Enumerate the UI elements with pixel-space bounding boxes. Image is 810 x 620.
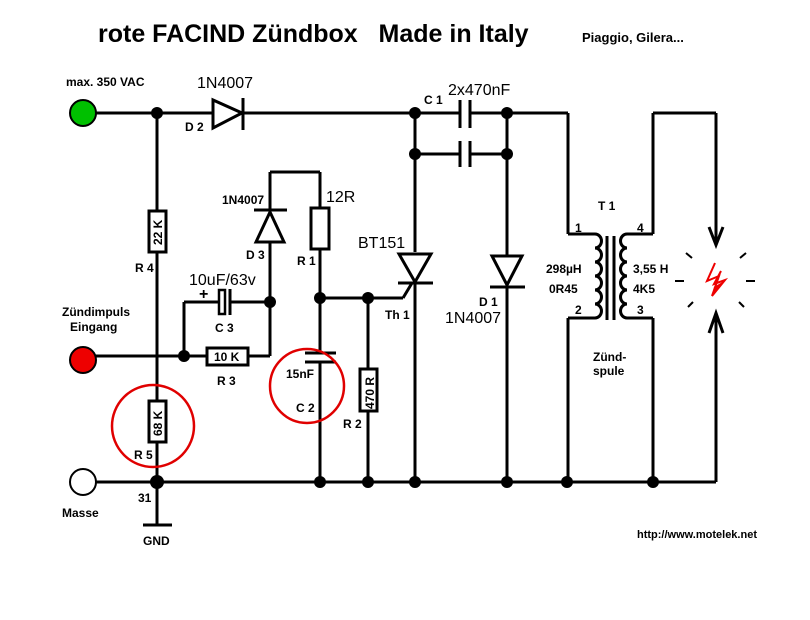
r1-ref: R 1	[297, 254, 316, 268]
arrow-up-icon	[707, 308, 725, 334]
node	[409, 148, 421, 160]
capacitor-c2: 15nF C 2	[268, 347, 346, 425]
r5-ref: R 5	[134, 448, 153, 462]
ground-label: Masse	[62, 506, 99, 520]
transformer-t1: T 1 1 2 4 3 298µH 0R45 3,55 H 4K5 Zünd- …	[546, 199, 668, 378]
resistor-r3: 10 K R 3	[205, 346, 250, 388]
t1-pin-4: 4	[637, 221, 644, 235]
c3-value: 10uF/63v	[189, 272, 256, 289]
footer-url[interactable]: http://www.motelek.net	[637, 529, 757, 541]
terminal-trigger[interactable]: Zündimpuls Eingang	[62, 305, 130, 374]
title-sub: Piaggio, Gilera...	[582, 30, 684, 45]
spark-rays-icon	[675, 252, 755, 308]
supply-label: max. 350 VAC	[66, 75, 145, 89]
t1-pin-2: 2	[575, 303, 582, 317]
gnd-label: GND	[143, 534, 170, 548]
trigger-label-1: Zündimpuls	[62, 305, 130, 319]
terminal-ground[interactable]: Masse 31 GND	[62, 468, 170, 548]
th1-value: BT151	[358, 235, 405, 252]
t1-secondary-resistance: 4K5	[633, 282, 655, 296]
t1-ref: T 1	[598, 199, 616, 213]
node	[561, 476, 573, 488]
terminal-supply[interactable]: max. 350 VAC	[66, 75, 145, 127]
d2-value: 1N4007	[197, 75, 253, 92]
t1-secondary-inductance: 3,55 H	[633, 262, 668, 276]
diode-d3: 1N4007 D 3	[222, 193, 287, 262]
spark-tip-icon	[712, 281, 724, 296]
node	[178, 350, 190, 362]
node	[150, 475, 164, 489]
r4-value: 22 K	[151, 219, 165, 245]
r3-ref: R 3	[217, 374, 236, 388]
resistor-r4: 22 K R 4	[135, 209, 168, 275]
r2-value: 470 R	[363, 377, 377, 409]
c2-highlight-circle	[268, 347, 346, 425]
t1-pin-3: 3	[637, 303, 644, 317]
node	[409, 476, 421, 488]
diode-icon	[253, 208, 287, 244]
c1-value: 2x470nF	[448, 82, 510, 99]
node	[409, 107, 421, 119]
ground-node-label: 31	[138, 491, 152, 505]
d2-ref: D 2	[185, 120, 204, 134]
c2-ref: C 2	[296, 401, 315, 415]
t1-pin-1: 1	[575, 221, 582, 235]
t1-name-2: spule	[593, 364, 625, 378]
trigger-terminal-icon[interactable]	[69, 346, 97, 374]
node	[501, 476, 513, 488]
node	[264, 296, 276, 308]
spark-gap	[675, 226, 755, 334]
c3-ref: C 3	[215, 321, 234, 335]
node	[501, 107, 513, 119]
supply-terminal-icon[interactable]	[69, 99, 97, 127]
th1-ref: Th 1	[385, 308, 410, 322]
r4-ref: R 4	[135, 261, 154, 275]
c1-ref: C 1	[424, 93, 443, 107]
node	[362, 476, 374, 488]
t1-primary-resistance: 0R45	[549, 282, 578, 296]
arrow-down-icon	[707, 226, 725, 250]
resistor-r5: 68 K R 5	[110, 383, 196, 469]
ground-terminal-icon[interactable]	[69, 468, 97, 496]
diode-d1: D 1 1N4007	[445, 254, 525, 327]
c2-value: 15nF	[286, 367, 314, 381]
d3-value: 1N4007	[222, 193, 264, 207]
secondary-coil-icon	[619, 232, 628, 320]
r1-value: 12R	[326, 189, 355, 206]
diode-icon	[211, 97, 246, 131]
node	[647, 476, 659, 488]
node	[314, 292, 326, 304]
r2-ref: R 2	[343, 417, 362, 431]
node	[362, 292, 374, 304]
junction-nodes	[150, 107, 659, 489]
c3-polarity: +	[199, 286, 208, 303]
r5-value: 68 K	[151, 410, 165, 436]
r3-value: 10 K	[214, 350, 240, 364]
resistor-r1: 12R R 1	[297, 189, 355, 268]
d1-value: 1N4007	[445, 310, 501, 327]
diode-d2: 1N4007 D 2	[185, 75, 253, 134]
capacitor-c1: C 1 2x470nF	[424, 82, 510, 167]
t1-primary-inductance: 298µH	[546, 262, 582, 276]
spark-bolt-icon	[705, 262, 729, 297]
node	[151, 107, 163, 119]
node	[501, 148, 513, 160]
node	[314, 476, 326, 488]
d1-ref: D 1	[479, 295, 498, 309]
thyristor-th1: BT151 Th 1	[358, 235, 434, 322]
primary-coil-icon	[594, 232, 603, 320]
t1-name-1: Zünd-	[593, 350, 626, 364]
wires	[90, 111, 718, 527]
resistor-r2: 470 R R 2	[343, 367, 379, 431]
capacitor-c3: + 10uF/63v C 3	[189, 272, 256, 335]
thyristor-icon	[396, 252, 434, 286]
r5-highlight-circle	[110, 383, 196, 469]
diode-icon	[489, 254, 525, 289]
trigger-label-2: Eingang	[70, 320, 117, 334]
title-main: rote FACIND Zündbox Made in Italy	[98, 20, 529, 48]
d3-ref: D 3	[246, 248, 265, 262]
